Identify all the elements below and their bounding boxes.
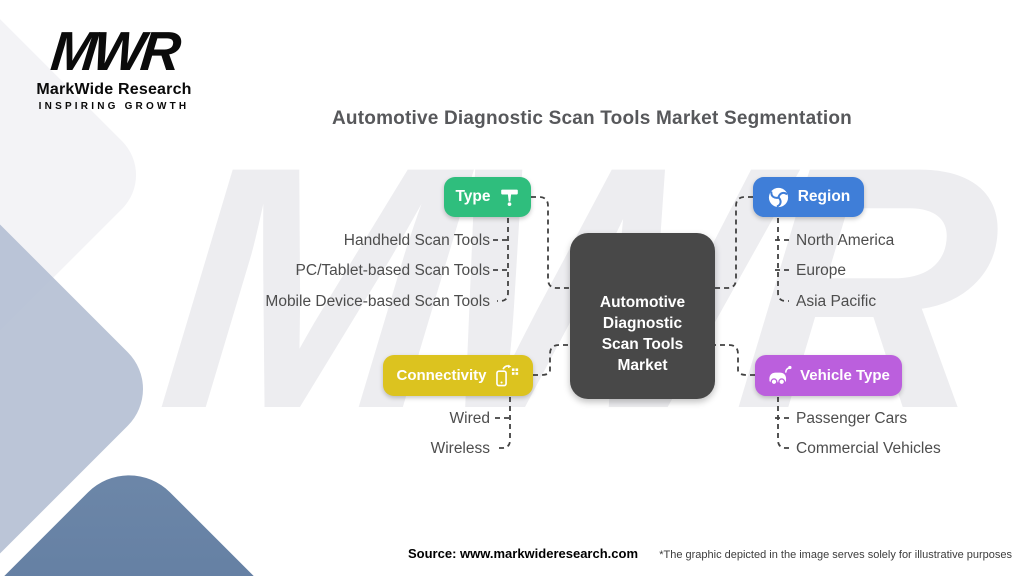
connectivity-item-wired: Wired [449,410,490,427]
markwide-logo: MWR MarkWide Research INSPIRING GROWTH [30,20,198,112]
vehicle-item-commercial-vehicles: Commercial Vehicles [796,440,941,457]
segment-node-type-label: Type [455,188,491,205]
segment-node-vehicle-type: Vehicle Type [755,355,902,396]
car-icon [767,365,792,387]
vehicle-item-passenger-cars: Passenger Cars [796,410,908,427]
segment-node-type: Type [444,177,531,217]
source-text: Source: www.markwideresearch.com [408,546,639,561]
globe-icon [767,186,790,209]
segment-node-connectivity: Connectivity [383,355,533,396]
logo-tagline: INSPIRING GROWTH [38,101,190,112]
text-type-icon [499,187,520,208]
type-item-pc-tablet: PC/Tablet-based Scan Tools [295,262,490,279]
disclaimer-text: *The graphic depicted in the image serve… [659,549,1012,561]
segment-node-vehicle-type-label: Vehicle Type [800,367,890,384]
region-item-europe: Europe [796,262,846,279]
segment-node-region-label: Region [797,188,851,205]
type-item-handheld: Handheld Scan Tools [343,232,490,249]
center-market-node: Automotive Diagnostic Scan Tools Market [570,233,715,399]
type-item-mobile-device: Mobile Device-based Scan Tools [265,293,490,310]
mobile-connectivity-icon [495,364,520,387]
center-market-label: Automotive Diagnostic Scan Tools Market [599,294,686,374]
region-item-asia-pacific: Asia Pacific [796,293,877,310]
connectivity-item-wireless: Wireless [430,440,490,457]
logo-name: MarkWide Research [36,81,192,98]
segment-node-region: Region [753,177,864,217]
region-item-north-america: North America [796,232,895,249]
page-title: Automotive Diagnostic Scan Tools Market … [332,108,852,129]
segment-node-connectivity-label: Connectivity [396,367,487,384]
